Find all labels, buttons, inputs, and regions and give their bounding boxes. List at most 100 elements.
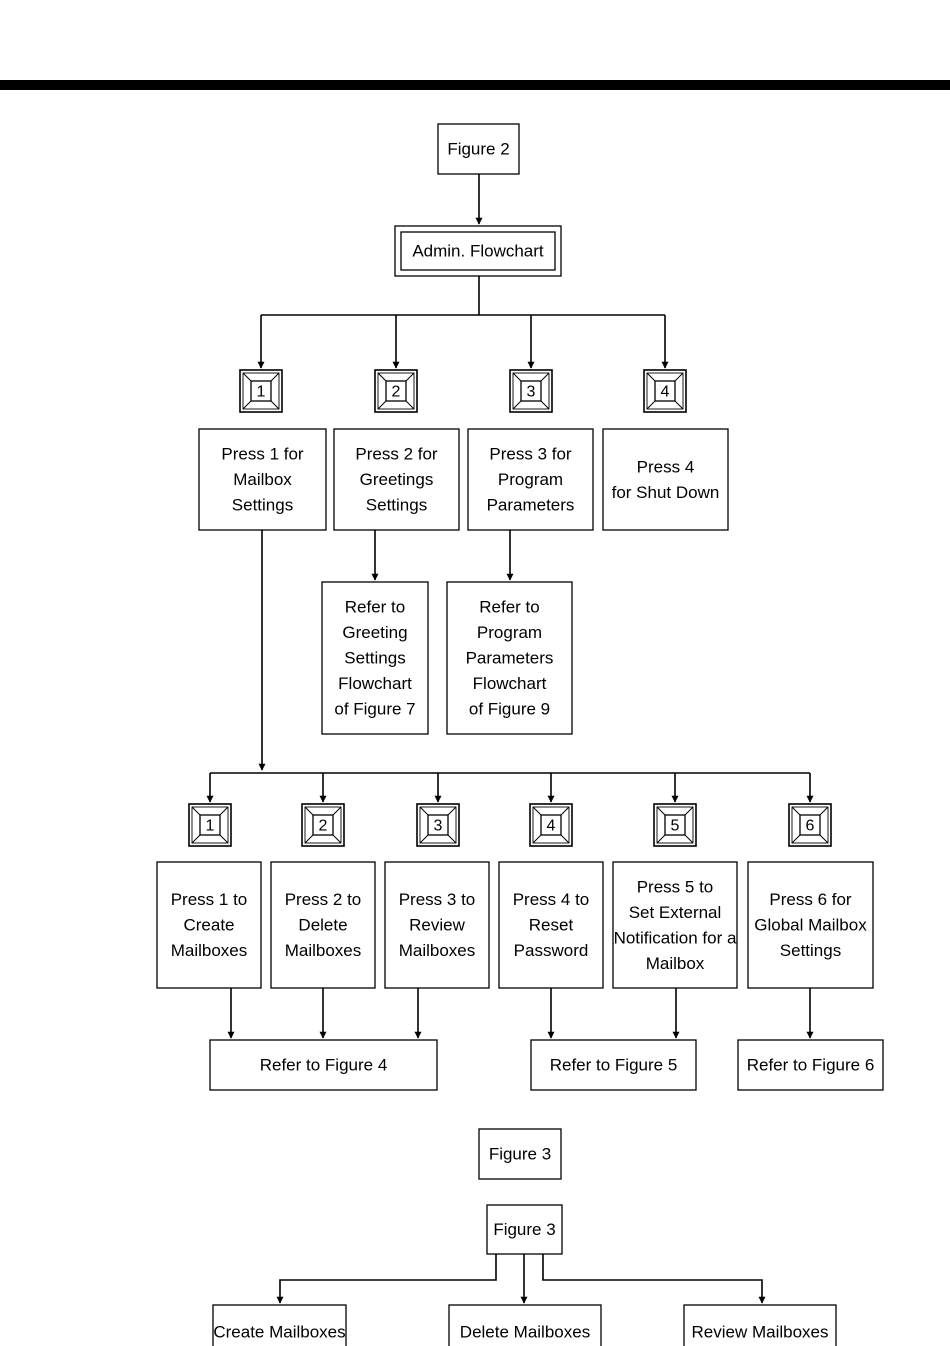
node-s1-line-1: Press 1 to bbox=[171, 890, 248, 909]
node-refFig4-frame bbox=[209, 1039, 438, 1091]
node-fig3a-frame bbox=[478, 1128, 562, 1180]
node-refFig6-frame bbox=[737, 1039, 884, 1091]
node-s6-line-3: Settings bbox=[780, 941, 841, 960]
node-refFig5-frame bbox=[530, 1039, 697, 1091]
key-m5-icon: 5 bbox=[653, 803, 697, 847]
node-p3-line-3: Parameters bbox=[487, 496, 575, 515]
node-s6-line-1: Press 6 for bbox=[769, 890, 852, 909]
node-p3-frame bbox=[467, 428, 594, 531]
node-s1-line-3: Mailboxes bbox=[171, 941, 248, 960]
node-p1-line-1: Press 1 for bbox=[221, 445, 304, 464]
key-m4-label: 4 bbox=[547, 818, 556, 835]
key-m2-icon: 2 bbox=[301, 803, 345, 847]
node-p4-line-1: Press 4 bbox=[637, 457, 695, 476]
node-s5-line-4: Mailbox bbox=[646, 954, 705, 973]
node-fig3a: Figure 3 bbox=[478, 1128, 562, 1180]
node-s5-line-3: Notification for a bbox=[614, 928, 737, 947]
node-s5-line-1: Press 5 to bbox=[637, 877, 714, 896]
node-s3-frame bbox=[384, 861, 490, 989]
key-m1-label: 1 bbox=[206, 818, 215, 835]
node-refGreet-line-1: Refer to bbox=[345, 598, 405, 617]
node-refGreet-frame bbox=[321, 581, 429, 735]
node-refFig4: Refer to Figure 4 bbox=[209, 1039, 438, 1091]
node-p2-frame bbox=[333, 428, 460, 531]
node-s2-line-3: Mailboxes bbox=[285, 941, 362, 960]
node-admin: Admin. Flowchart bbox=[394, 225, 562, 277]
node-s2-frame bbox=[270, 861, 376, 989]
key-m5-label: 5 bbox=[671, 818, 680, 835]
node-p2-line-3: Settings bbox=[366, 496, 427, 515]
node-refGreet-line-3: Settings bbox=[344, 649, 405, 668]
key-m3-icon: 3 bbox=[416, 803, 460, 847]
key-m1-icon: 1 bbox=[188, 803, 232, 847]
node-refProg-line-5: of Figure 9 bbox=[469, 700, 550, 719]
node-s1-line-2: Create bbox=[183, 916, 234, 935]
key-m6-label: 6 bbox=[806, 818, 815, 835]
node-refGreet-line-4: Flowchart bbox=[338, 674, 412, 693]
key-m6-icon: 6 bbox=[788, 803, 832, 847]
node-refFig6-line-1: Refer to Figure 6 bbox=[747, 1056, 875, 1075]
node-s5-frame bbox=[612, 861, 738, 989]
node-admin-inner-frame bbox=[400, 231, 556, 271]
node-fig2: Figure 2 bbox=[437, 123, 520, 175]
node-refGreet-line-2: Greeting bbox=[342, 623, 407, 642]
key-k1-icon: 1 bbox=[239, 369, 283, 413]
node-delete-line-1: Delete Mailboxes bbox=[460, 1323, 590, 1342]
node-refFig6: Refer to Figure 6 bbox=[737, 1039, 884, 1091]
node-create-frame bbox=[212, 1304, 347, 1346]
node-review-frame bbox=[683, 1304, 837, 1346]
node-p4-frame bbox=[602, 428, 729, 531]
node-create-line-1: Create Mailboxes bbox=[213, 1323, 345, 1342]
node-p2-line-2: Greetings bbox=[360, 470, 434, 489]
node-review: Review Mailboxes bbox=[683, 1304, 837, 1346]
node-refProg-line-2: Program bbox=[477, 623, 542, 642]
key-k3-label: 3 bbox=[527, 384, 536, 401]
node-fig3b: Figure 3 bbox=[486, 1204, 563, 1255]
node-delete: Delete Mailboxes bbox=[448, 1304, 602, 1346]
key-m4-icon: 4 bbox=[529, 803, 573, 847]
node-refProg-line-1: Refer to bbox=[479, 598, 539, 617]
node-s4-line-1: Press 4 to bbox=[513, 890, 590, 909]
node-refProg-frame bbox=[446, 581, 573, 735]
node-refProg-line-3: Parameters bbox=[466, 649, 554, 668]
key-m2-label: 2 bbox=[319, 818, 328, 835]
key-k3-icon: 3 bbox=[509, 369, 553, 413]
node-fig2-frame bbox=[437, 123, 520, 175]
node-refGreet-line-5: of Figure 7 bbox=[334, 700, 415, 719]
arrow-fig3-review bbox=[542, 1254, 766, 1304]
key-k4-icon: 4 bbox=[643, 369, 687, 413]
node-p1-frame bbox=[198, 428, 327, 531]
key-k2-label: 2 bbox=[392, 384, 401, 401]
node-refFig4-line-1: Refer to Figure 4 bbox=[260, 1056, 388, 1075]
key-k2-icon: 2 bbox=[374, 369, 418, 413]
node-s4-line-2: Reset bbox=[529, 916, 574, 935]
key-k4-label: 4 bbox=[661, 384, 670, 401]
key-m3-label: 3 bbox=[434, 818, 443, 835]
node-fig3b-line-1: Figure 3 bbox=[493, 1220, 555, 1239]
node-p1-line-3: Settings bbox=[232, 496, 293, 515]
node-s6-frame bbox=[747, 861, 874, 989]
node-s2-line-1: Press 2 to bbox=[285, 890, 362, 909]
node-fig2-line-1: Figure 2 bbox=[447, 140, 509, 159]
node-s1-frame bbox=[156, 861, 262, 989]
node-s2-line-2: Delete bbox=[298, 916, 347, 935]
node-fig3b-frame bbox=[486, 1204, 563, 1255]
node-p3-line-2: Program bbox=[498, 470, 563, 489]
node-delete-frame bbox=[448, 1304, 602, 1346]
node-s4-line-3: Password bbox=[514, 941, 589, 960]
node-p1-line-2: Mailbox bbox=[233, 470, 292, 489]
node-s4-frame bbox=[498, 861, 604, 989]
node-fig3a-line-1: Figure 3 bbox=[489, 1145, 551, 1164]
connectors bbox=[206, 174, 814, 1304]
